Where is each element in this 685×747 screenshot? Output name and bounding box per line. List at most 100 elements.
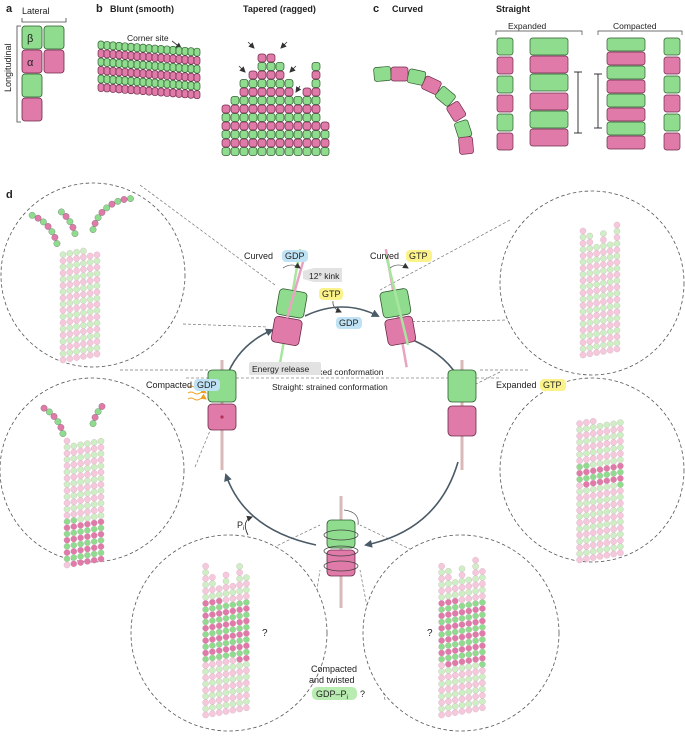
tubulin-bead <box>583 437 590 445</box>
tubulin-bead <box>606 297 614 304</box>
alpha-block <box>266 70 276 80</box>
tubulin-bead <box>90 476 98 483</box>
beta-block <box>175 63 183 73</box>
tubulin-bead <box>596 447 604 455</box>
tubulin-bead <box>215 696 223 704</box>
alpha-symbol: α <box>27 57 34 69</box>
tubulin-bead <box>93 263 101 271</box>
tubulin-bead <box>600 236 607 244</box>
tubulin-bead <box>606 340 614 348</box>
alpha-block <box>151 87 159 96</box>
tubulin-bead <box>57 424 65 431</box>
tubulin-bead <box>600 310 607 318</box>
tubulin-bead <box>84 477 91 485</box>
tubulin-bead <box>593 287 600 294</box>
mt-twisted-right <box>438 556 486 719</box>
tubulin-bead <box>617 475 624 482</box>
tubulin-bead <box>243 580 250 588</box>
tubulin-bead <box>593 250 600 257</box>
energy-release-label: Energy release <box>252 364 309 374</box>
tubulin-bead <box>596 460 604 467</box>
tubulin-bead <box>596 528 604 535</box>
tubulin-bead <box>236 649 243 657</box>
tubulin-bead <box>579 320 587 328</box>
tubulin-bead <box>97 475 105 482</box>
beta-block <box>293 113 303 122</box>
beta-block <box>275 96 285 105</box>
beta-block <box>302 130 312 139</box>
tubulin-bead <box>73 298 80 306</box>
beta-block <box>97 40 105 50</box>
tubulin-bead <box>472 625 479 632</box>
mt-compacted-gdp <box>40 403 106 569</box>
tubulin-bead <box>80 334 87 342</box>
tubulin-bead <box>472 662 479 669</box>
pi-label: Pi <box>237 520 244 532</box>
tubulin-bead <box>451 641 459 648</box>
tubulin-bead <box>451 709 459 716</box>
alpha-block <box>390 66 409 82</box>
tubulin-bead <box>222 639 230 647</box>
tubulin-bead <box>465 626 473 633</box>
tubulin-bead <box>465 700 473 708</box>
circle-twisted-left <box>130 534 328 732</box>
tubulin-bead <box>445 698 452 705</box>
tubulin-bead <box>445 592 452 600</box>
tubulin-bead <box>458 584 466 591</box>
tubulin-bead <box>458 596 466 604</box>
dimer-beta <box>326 519 356 549</box>
tubulin-bead <box>90 494 98 502</box>
tubulin-bead <box>586 251 594 258</box>
alpha-block <box>239 121 249 131</box>
tubulin-bead <box>472 656 479 663</box>
beta-block <box>151 61 159 71</box>
tubulin-bead <box>445 617 452 625</box>
beta-block <box>266 147 276 156</box>
alpha-block <box>103 66 111 76</box>
tubulin-bead <box>59 325 67 333</box>
tubulin-bead <box>97 499 105 507</box>
tubulin-bead <box>472 556 479 564</box>
tubulin-bead <box>80 278 87 286</box>
beta-block <box>275 130 285 139</box>
tubulin-bead <box>97 456 105 464</box>
tubulin-bead <box>583 474 590 482</box>
tubulin-bead <box>236 643 243 651</box>
tubulin-bead <box>610 426 617 434</box>
tubulin-bead <box>59 338 67 345</box>
beta-block <box>133 43 141 53</box>
expanded-label: Expanded <box>508 21 547 31</box>
beta-block <box>163 79 171 89</box>
tubulin-bead <box>596 453 604 461</box>
beta-block <box>151 44 159 54</box>
alpha-block <box>302 87 312 97</box>
tubulin-bead <box>86 289 94 297</box>
tubulin-bead <box>472 587 479 595</box>
tubulin-bead <box>617 481 624 488</box>
alpha-block <box>311 70 321 80</box>
tubulin-bead <box>70 504 78 512</box>
mt-expanded-gtp <box>576 417 624 564</box>
tubulin-bead <box>606 328 614 335</box>
tubulin-bead <box>600 273 607 281</box>
tubulin-bead <box>576 445 583 452</box>
beta-block <box>121 76 129 86</box>
tubulin-bead <box>77 509 84 517</box>
tubulin-bead <box>451 696 459 704</box>
tubulin-bead <box>70 548 78 555</box>
tubulin-bead <box>606 315 614 323</box>
tubulin-bead <box>50 413 58 420</box>
tubulin-bead <box>613 240 621 247</box>
tubulin-bead <box>610 507 617 514</box>
tubulin-bead <box>209 623 216 631</box>
beta-block <box>320 147 330 156</box>
alpha-block <box>175 71 183 81</box>
tubulin-bead <box>97 549 105 557</box>
relaxed-label: Curved: relaxed conformation <box>272 367 384 377</box>
tubulin-bead <box>202 680 209 688</box>
beta-block <box>221 147 231 156</box>
tubulin-bead <box>77 472 84 480</box>
alpha-block <box>139 69 147 79</box>
tubulin-bead <box>458 664 466 672</box>
tubulin-bead <box>458 608 466 616</box>
